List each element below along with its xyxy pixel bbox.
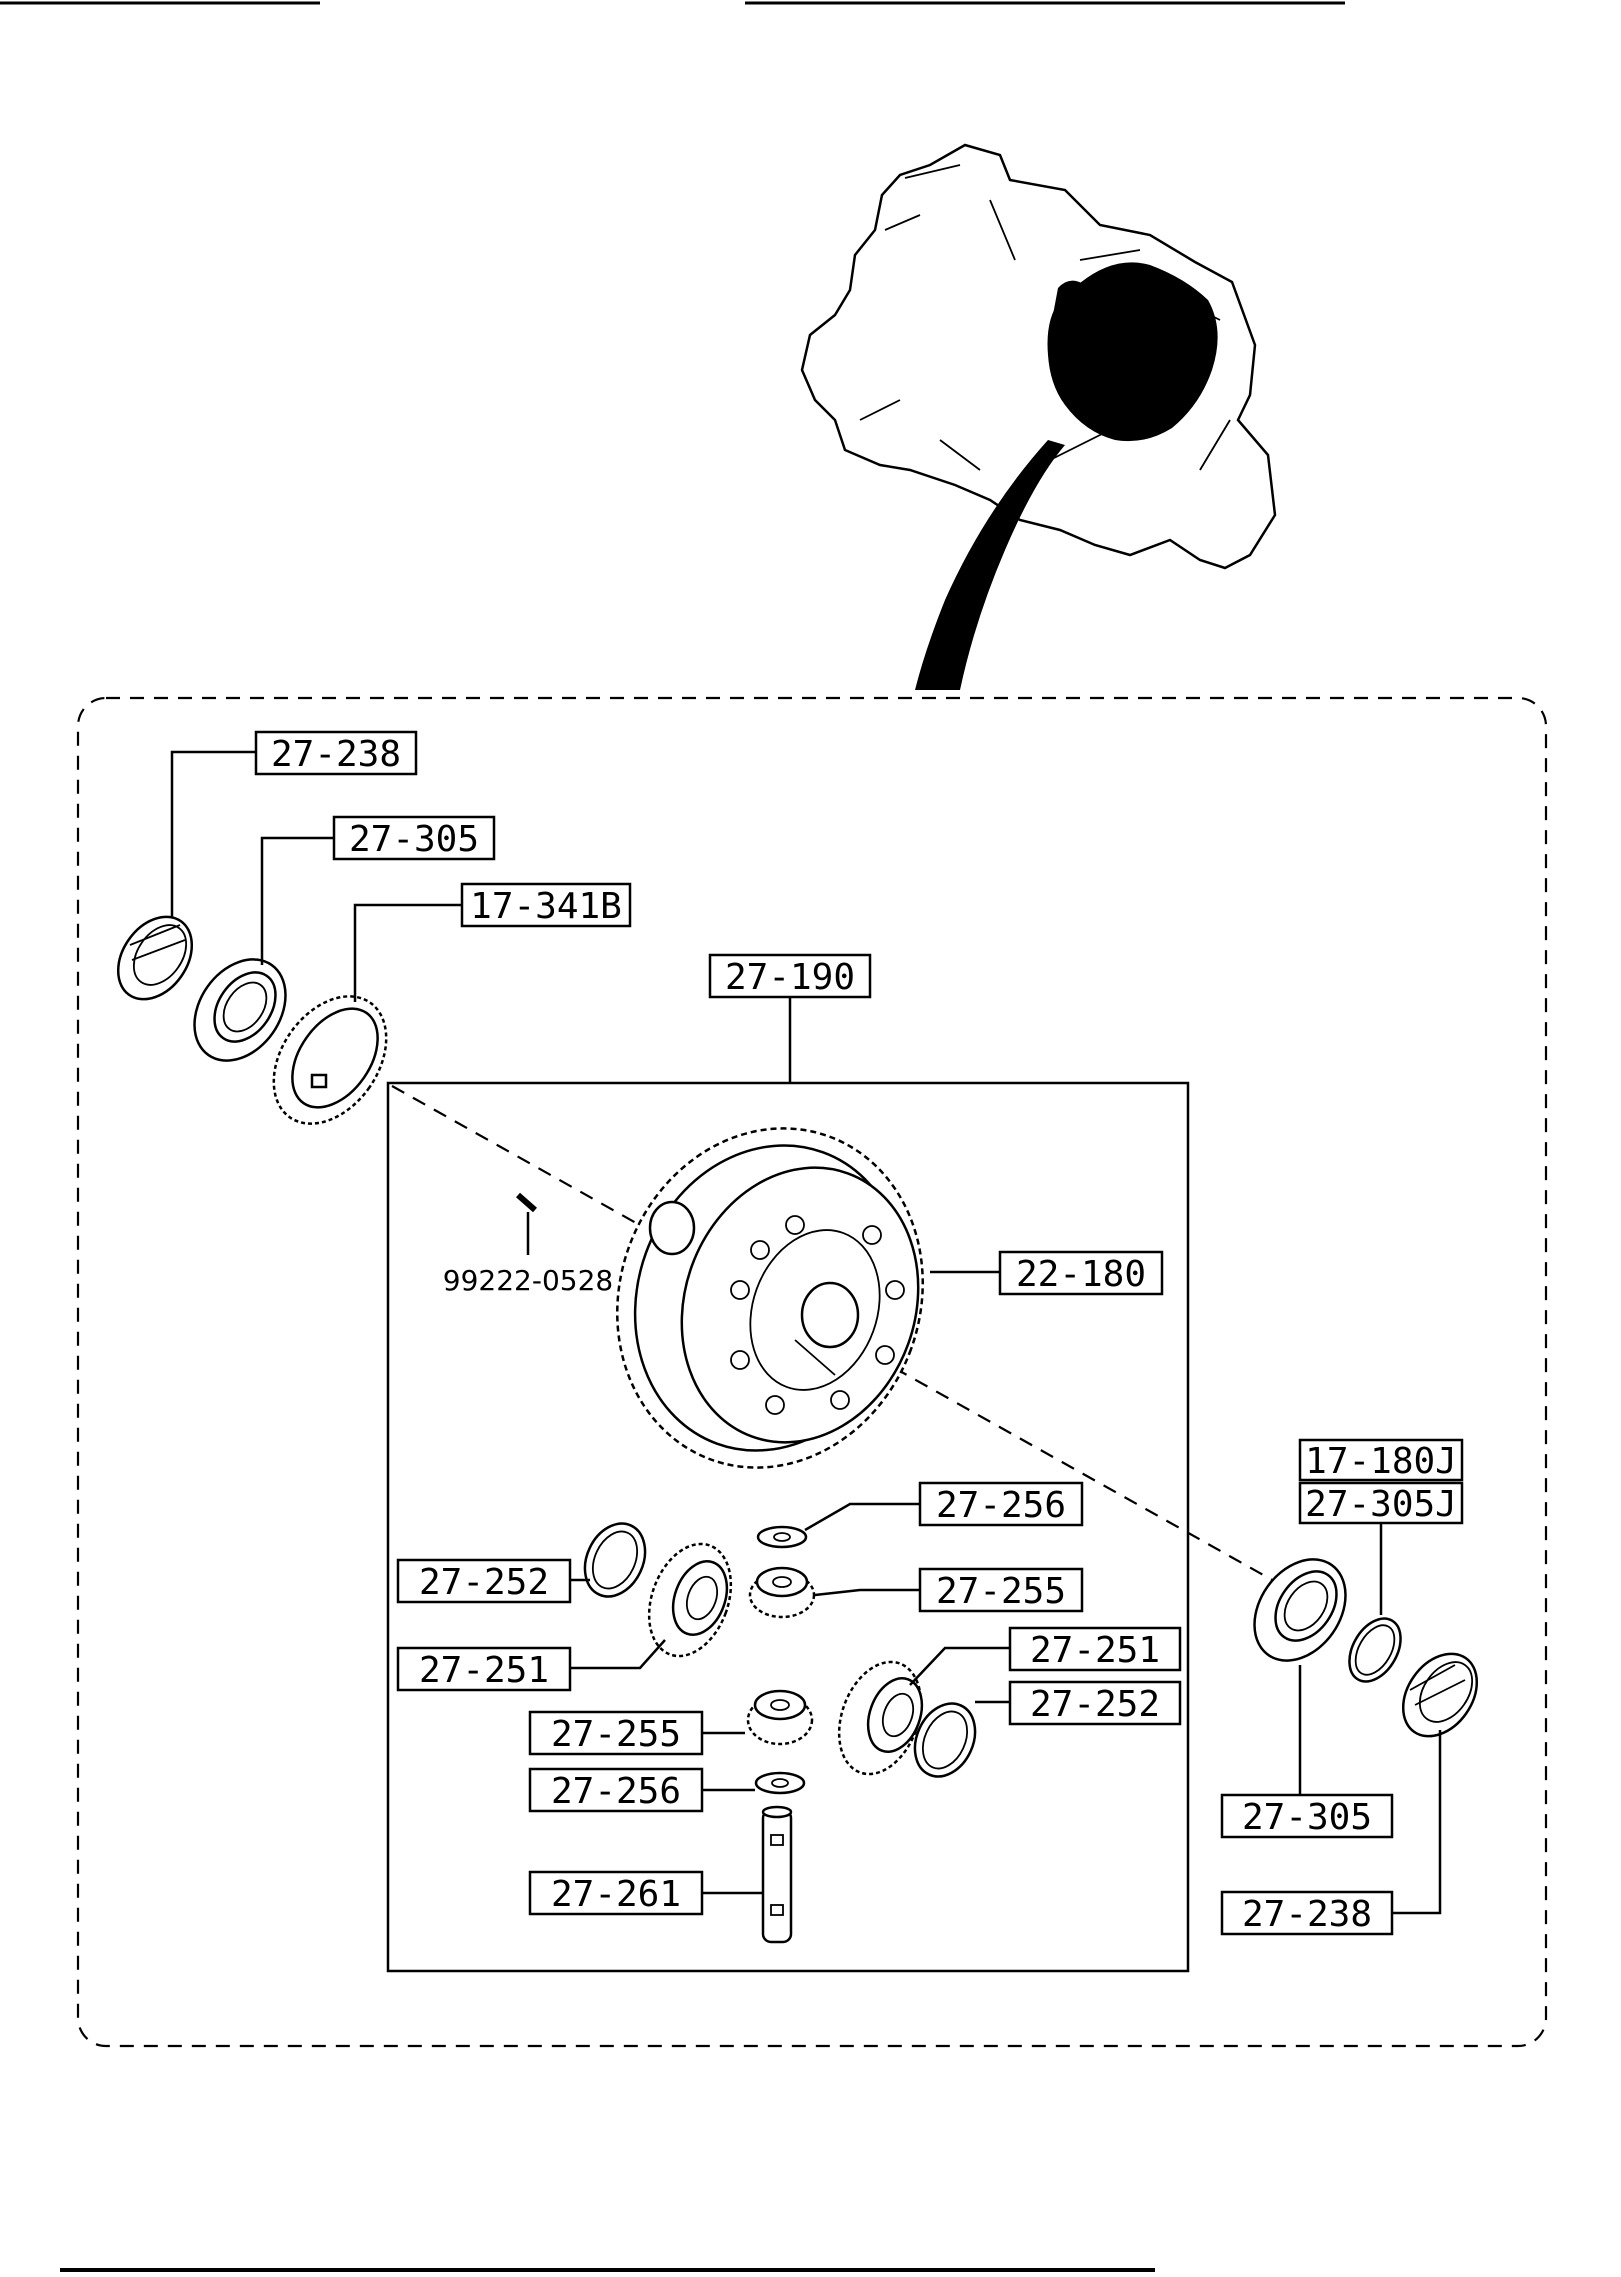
thrust-washer-lower-icon bbox=[754, 1771, 806, 1795]
svg-text:27-252: 27-252 bbox=[1030, 1684, 1160, 1725]
label-right-upper-a[interactable]: 17-180J bbox=[1298, 1438, 1464, 1482]
label-pinion-gear-lower[interactable]: 27-255 bbox=[528, 1710, 704, 1756]
label-thrust-washer-upper[interactable]: 27-256 bbox=[918, 1481, 1084, 1527]
label-top-left-bearing-race[interactable]: 27-238 bbox=[254, 730, 418, 776]
label-right-bearing[interactable]: 27-305 bbox=[1220, 1793, 1394, 1839]
svg-text:27-305J: 27-305J bbox=[1305, 1484, 1457, 1525]
drive-gear-ring-icon bbox=[272, 995, 388, 1125]
svg-text:17-180J: 17-180J bbox=[1305, 1441, 1457, 1482]
svg-text:27-190: 27-190 bbox=[725, 957, 855, 998]
svg-text:22-180: 22-180 bbox=[1016, 1254, 1146, 1295]
label-side-gear-right[interactable]: 27-251 bbox=[1008, 1626, 1182, 1672]
label-right-upper-b[interactable]: 27-305J bbox=[1298, 1481, 1464, 1525]
svg-text:27-256: 27-256 bbox=[936, 1485, 1066, 1526]
label-right-bearing-race[interactable]: 27-238 bbox=[1220, 1890, 1394, 1936]
svg-text:27-251: 27-251 bbox=[1030, 1630, 1160, 1671]
label-thrust-washer-lower[interactable]: 27-256 bbox=[528, 1767, 704, 1813]
label-pin[interactable]: 99222-0528 bbox=[443, 1264, 613, 1297]
svg-text:27-252: 27-252 bbox=[419, 1562, 549, 1603]
label-speedometer-drive-gear[interactable]: 17-341B bbox=[460, 882, 632, 928]
label-side-washer-right[interactable]: 27-252 bbox=[1008, 1680, 1182, 1726]
side-washer-left-icon bbox=[583, 1522, 647, 1598]
label-pinion-gear-upper[interactable]: 27-255 bbox=[918, 1567, 1084, 1613]
ring-gear-icon bbox=[616, 1127, 924, 1469]
pin-icon bbox=[516, 1192, 537, 1255]
bearing-icon bbox=[193, 958, 287, 1062]
assembly-group-boundary bbox=[76, 696, 1548, 2048]
side-washer-right-icon bbox=[913, 1702, 977, 1778]
svg-text:17-341B: 17-341B bbox=[470, 886, 622, 927]
side-gear-right-icon bbox=[837, 1660, 924, 1776]
shim-icon bbox=[1348, 1617, 1402, 1683]
pinion-shaft-icon bbox=[761, 1805, 793, 1944]
pinion-gear-upper-icon bbox=[748, 1566, 816, 1619]
side-gear-left-icon bbox=[647, 1542, 733, 1658]
bearing-race-icon bbox=[116, 915, 194, 1001]
transaxle-illustration bbox=[800, 143, 1277, 690]
label-side-washer-left[interactable]: 27-252 bbox=[396, 1558, 572, 1604]
right-bearing-icon bbox=[1253, 1558, 1347, 1662]
svg-text:27-261: 27-261 bbox=[551, 1874, 681, 1915]
label-differential-assembly[interactable]: 27-190 bbox=[708, 953, 872, 999]
label-ring-gear[interactable]: 22-180 bbox=[998, 1250, 1164, 1296]
differential-assembly-box bbox=[386, 1081, 1190, 1973]
label-pinion-shaft[interactable]: 27-261 bbox=[528, 1870, 704, 1916]
thrust-washer-upper-icon bbox=[756, 1525, 808, 1549]
pinion-gear-lower-icon bbox=[746, 1689, 814, 1746]
right-bearing-race-icon bbox=[1401, 1652, 1479, 1738]
svg-text:27-251: 27-251 bbox=[419, 1650, 549, 1691]
label-top-left-bearing[interactable]: 27-305 bbox=[332, 815, 496, 861]
svg-text:27-238: 27-238 bbox=[1242, 1894, 1372, 1935]
leader-lines bbox=[170, 750, 1442, 1915]
label-side-gear-left[interactable]: 27-251 bbox=[396, 1646, 572, 1692]
svg-text:27-255: 27-255 bbox=[936, 1571, 1066, 1612]
svg-text:27-256: 27-256 bbox=[551, 1771, 681, 1812]
svg-text:27-238: 27-238 bbox=[271, 734, 401, 775]
svg-text:27-255: 27-255 bbox=[551, 1714, 681, 1755]
svg-text:27-305: 27-305 bbox=[349, 819, 479, 860]
svg-text:27-305: 27-305 bbox=[1242, 1797, 1372, 1838]
